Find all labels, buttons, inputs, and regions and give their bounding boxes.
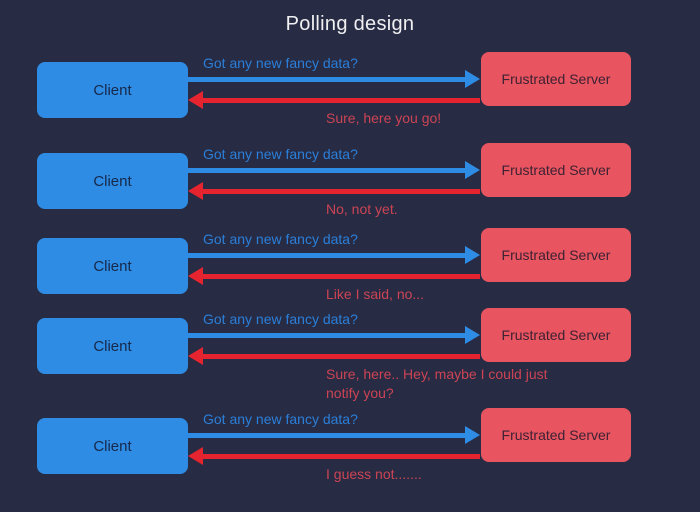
server-node: Frustrated Server [481, 52, 631, 106]
client-node: Client [37, 238, 188, 294]
server-node: Frustrated Server [481, 308, 631, 362]
polling-round-5: Client Frustrated Server Got any new fan… [0, 408, 700, 482]
response-message: Sure, here.. Hey, maybe I could just not… [326, 366, 548, 401]
response-arrow [202, 454, 480, 459]
left-arrowhead-icon [188, 182, 203, 200]
response-message: No, not yet. [326, 201, 398, 217]
right-arrowhead-icon [465, 326, 480, 344]
right-arrowhead-icon [465, 246, 480, 264]
left-arrowhead-icon [188, 347, 203, 365]
response-arrow [202, 354, 480, 359]
request-arrow [188, 168, 467, 173]
left-arrowhead-icon [188, 91, 203, 109]
response-message: Like I said, no... [326, 286, 425, 302]
request-arrow [188, 77, 467, 82]
polling-round-3: Client Frustrated Server Got any new fan… [0, 228, 700, 302]
server-label: Frustrated Server [501, 427, 611, 443]
client-node: Client [37, 318, 188, 374]
response-message: I guess not....... [326, 466, 422, 482]
diagram-title: Polling design [285, 13, 415, 35]
client-node: Client [37, 418, 188, 474]
client-label: Client [93, 81, 132, 99]
client-label: Client [93, 437, 132, 455]
polling-round-1: Client Frustrated Server Got any new fan… [0, 52, 700, 126]
server-node: Frustrated Server [481, 408, 631, 462]
server-label: Frustrated Server [501, 71, 611, 87]
server-node: Frustrated Server [481, 228, 631, 282]
response-arrow [202, 189, 480, 194]
response-arrow [202, 274, 480, 279]
client-label: Client [93, 172, 132, 190]
request-message: Got any new fancy data? [203, 411, 358, 427]
polling-round-2: Client Frustrated Server Got any new fan… [0, 143, 700, 217]
client-node: Client [37, 153, 188, 209]
request-arrow [188, 333, 467, 338]
right-arrowhead-icon [465, 161, 480, 179]
client-node: Client [37, 62, 188, 118]
request-message: Got any new fancy data? [203, 146, 358, 162]
server-label: Frustrated Server [501, 162, 611, 178]
request-arrow [188, 253, 467, 258]
server-label: Frustrated Server [501, 327, 611, 343]
server-label: Frustrated Server [501, 247, 611, 263]
left-arrowhead-icon [188, 267, 203, 285]
request-message: Got any new fancy data? [203, 55, 358, 71]
request-message: Got any new fancy data? [203, 231, 358, 247]
right-arrowhead-icon [465, 426, 480, 444]
server-node: Frustrated Server [481, 143, 631, 197]
request-arrow [188, 433, 467, 438]
right-arrowhead-icon [465, 70, 480, 88]
response-arrow [202, 98, 480, 103]
client-label: Client [93, 337, 132, 355]
response-message: Sure, here you go! [326, 110, 442, 126]
request-message: Got any new fancy data? [203, 311, 358, 327]
polling-round-4: Client Frustrated Server Got any new fan… [0, 308, 700, 401]
client-label: Client [93, 257, 132, 275]
left-arrowhead-icon [188, 447, 203, 465]
